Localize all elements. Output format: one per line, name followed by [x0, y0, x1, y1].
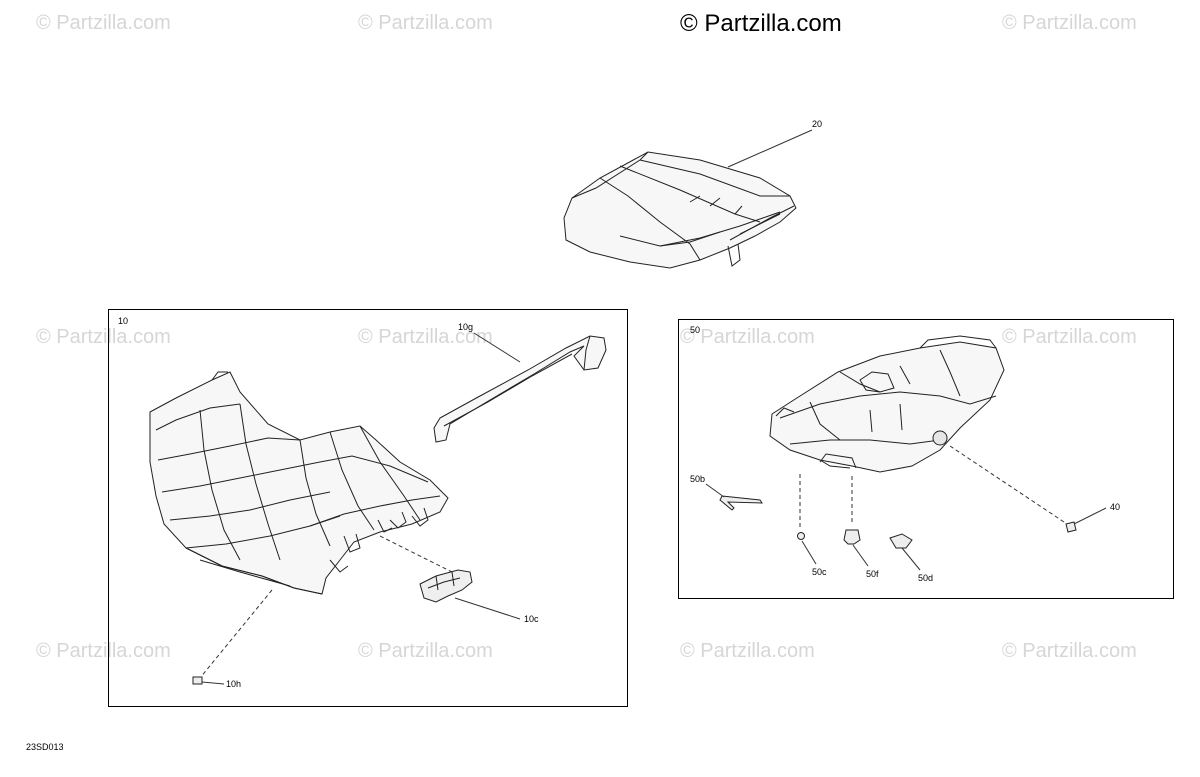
callout-40[interactable]: 40 [1110, 502, 1121, 512]
storage-retainer[interactable] [889, 533, 913, 549]
seat-clip[interactable] [192, 676, 203, 685]
seat-assembly-frame [108, 309, 628, 707]
watermark-faint: © Partzilla.com [680, 640, 815, 662]
watermark-faint: © Partzilla.com [1002, 12, 1137, 34]
watermark-faint: © Partzilla.com [358, 12, 493, 34]
screw[interactable] [1065, 521, 1077, 533]
watermark-faint: © Partzilla.com [36, 12, 171, 34]
storage-nut[interactable] [797, 532, 805, 540]
leader-line [473, 332, 521, 363]
leader-line [949, 445, 1065, 523]
watermark-faint: © Partzilla.com [358, 640, 493, 662]
watermark-faint: © Partzilla.com [1002, 326, 1137, 348]
watermark-faint: © Partzilla.com [36, 326, 171, 348]
storage-plug[interactable] [843, 529, 861, 545]
callout-10c[interactable]: 10c [524, 614, 539, 624]
watermark-faint: © Partzilla.com [358, 326, 493, 348]
leader-line [1073, 507, 1107, 525]
leader-line [852, 544, 869, 567]
leader-line [379, 535, 453, 573]
rear-seat-cushion[interactable] [563, 151, 797, 269]
watermark-faint: © Partzilla.com [36, 640, 171, 662]
storage-bin-frame [678, 319, 1174, 599]
seat-strap[interactable] [433, 335, 607, 443]
leader-line [705, 483, 725, 498]
group-label-seat-assembly: 10 [118, 316, 129, 326]
storage-rod[interactable] [719, 495, 763, 511]
callout-50f[interactable]: 50f [866, 569, 879, 579]
callout-10g[interactable]: 10g [458, 322, 474, 332]
front-seat[interactable] [149, 371, 449, 595]
seat-latch[interactable] [419, 569, 473, 603]
watermark-main: © Partzilla.com [680, 10, 842, 37]
watermark-faint: © Partzilla.com [680, 326, 815, 348]
group-label-storage-bin: 50 [690, 325, 701, 335]
leader-line [801, 540, 817, 565]
storage-bin[interactable] [769, 335, 1005, 473]
leader-line [901, 547, 921, 571]
leader-line [201, 681, 225, 685]
callout-50d[interactable]: 50d [918, 573, 934, 583]
callout-10h[interactable]: 10h [226, 679, 242, 689]
watermark-faint: © Partzilla.com [1002, 640, 1137, 662]
callout-50c[interactable]: 50c [812, 567, 827, 577]
callout-20[interactable]: 20 [812, 119, 823, 129]
leader-line [199, 589, 273, 679]
callout-50b[interactable]: 50b [690, 474, 706, 484]
leader-line [727, 129, 813, 168]
leader-line [454, 597, 521, 620]
diagram-code: 23SD013 [26, 742, 64, 752]
